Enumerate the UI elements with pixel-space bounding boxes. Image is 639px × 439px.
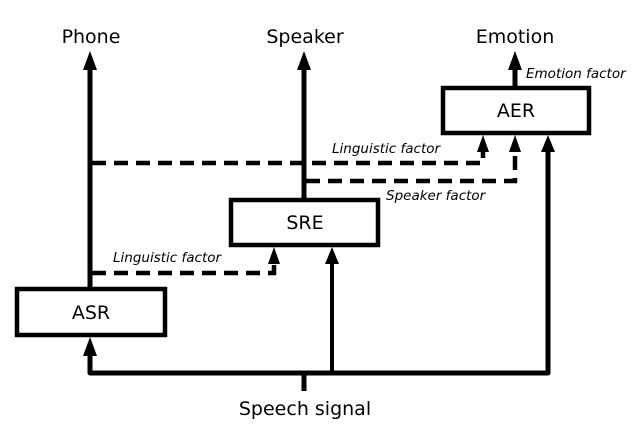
edge-asr-to-aer-linguistic [92,135,489,166]
arrowhead-icon [83,337,97,356]
node-asr: ASR [14,286,168,338]
edge-asr-to-phone [83,51,97,290]
node-label-asr: ASR [72,302,110,324]
output-label-phone: Phone [62,26,121,48]
arrowhead-icon [477,135,489,152]
arrowhead-icon [509,135,521,152]
arrowhead-icon [325,247,339,264]
node-aer: AER [440,85,592,136]
arrowhead-icon [541,135,555,152]
factor-label-speaker-aer: Speaker factor [386,188,487,204]
arrowhead-icon [508,51,522,70]
input-label-speech-signal: Speech signal [239,398,371,420]
node-sre: SRE [228,197,381,248]
node-label-aer: AER [497,100,535,122]
output-label-emotion: Emotion [476,26,555,48]
edge-sre-to-speaker [297,51,311,201]
factor-label-emotion: Emotion factor [526,66,627,82]
node-label-sre: SRE [286,212,323,234]
arrowhead-icon [297,51,311,70]
output-label-speaker: Speaker [266,26,343,48]
edge-aer-to-emotion [508,51,522,89]
arrowhead-icon [83,51,97,70]
factor-label-linguistic-aer: Linguistic factor [332,141,441,157]
edge-sre-to-aer-speaker [306,135,521,184]
speech-bus [83,135,555,391]
edge-asr-to-sre-linguistic [92,247,280,276]
arrowhead-icon [268,247,280,264]
factor-label-linguistic-sre: Linguistic factor [113,250,222,266]
